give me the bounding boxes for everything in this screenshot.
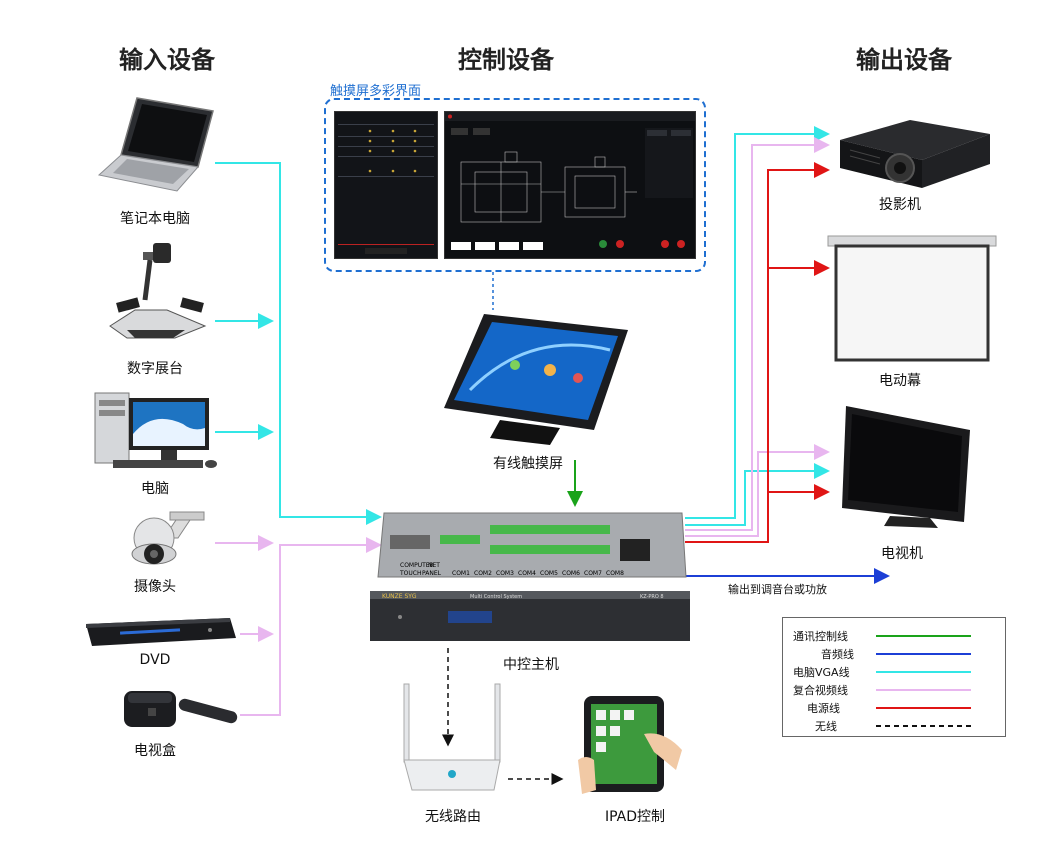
port-label-com4: COM4 <box>518 570 536 577</box>
output-label-screen: 电动幕 <box>879 373 921 389</box>
heading-output: 输出设备 <box>856 46 952 74</box>
port-label-computer: COMPUTER <box>400 562 434 569</box>
port-label-panel: PANEL <box>422 570 442 577</box>
power-output-lines <box>685 162 830 543</box>
dvd-player-icon <box>80 610 240 650</box>
output-label-tv: 电视机 <box>881 546 923 562</box>
heading-input: 输入设备 <box>119 46 215 74</box>
video-input-lines <box>215 535 382 716</box>
port-label-com8: COM8 <box>606 570 624 577</box>
touch-ui-title: 触摸屏多彩界面 <box>330 84 422 99</box>
vga-input-lines <box>215 162 382 525</box>
touch-panel-icon <box>440 310 630 450</box>
legend-item-video: 复合视频线 <box>793 684 848 697</box>
tv-icon <box>840 402 975 532</box>
input-label-laptop: 笔记本电脑 <box>120 211 190 227</box>
dome-camera-icon <box>128 508 208 578</box>
host-model: Multi Control System <box>470 594 522 600</box>
video-output-lines <box>685 137 830 537</box>
legend-item-vga: 电脑VGA线 <box>793 666 850 679</box>
legend-item-wireless: 无线 <box>815 720 837 733</box>
ipad-label: IPAD控制 <box>604 809 666 825</box>
input-label-dvd: DVD <box>139 652 171 668</box>
main-host-label: 中控主机 <box>503 657 559 673</box>
touch-panel-label: 有线触摸屏 <box>493 456 563 472</box>
heading-control: 控制设备 <box>458 46 554 74</box>
port-label-com6: COM6 <box>562 570 580 577</box>
touch-ui-frame <box>324 98 706 272</box>
laptop-icon <box>95 95 220 195</box>
legend-item-power: 电源线 <box>807 702 840 715</box>
legend: 通讯控制线 音频线 电脑VGA线 复合视频线 电源线 无线 <box>782 617 1006 737</box>
document-camera-icon <box>105 240 215 350</box>
projection-screen-icon <box>826 232 998 364</box>
legend-swatches <box>876 635 971 727</box>
router-label: 无线路由 <box>425 809 481 825</box>
output-label-projector: 投影机 <box>879 197 921 213</box>
port-label-com3: COM3 <box>496 570 514 577</box>
port-label-net: NET <box>428 562 440 569</box>
touch-ui-screenshot-left <box>334 111 438 259</box>
input-label-visualizer: 数字展台 <box>127 361 183 377</box>
host-model-id: KZ-PRO 8 <box>640 594 664 600</box>
wireless-router-icon <box>398 680 508 798</box>
central-control-host: COMPUTER NET TOUCH PANEL COM1 COM2 COM3 … <box>370 505 690 645</box>
touch-ui-screenshot-right <box>444 111 696 259</box>
port-label-touch: TOUCH <box>399 570 421 577</box>
audio-output-label: 输出到调音台或功放 <box>728 583 827 596</box>
input-label-pc: 电脑 <box>141 481 169 497</box>
host-brand: KUNZE SYG <box>382 593 417 600</box>
input-label-stb: 电视盒 <box>134 743 176 759</box>
port-label-com5: COM5 <box>540 570 558 577</box>
port-label-com1: COM1 <box>452 570 470 577</box>
tv-box-icon <box>120 683 245 733</box>
port-label-com7: COM7 <box>584 570 602 577</box>
ipad-icon <box>574 690 694 800</box>
projector-icon <box>830 110 1000 195</box>
legend-item-control: 通讯控制线 <box>793 630 848 643</box>
vga-output-lines <box>685 126 830 526</box>
legend-item-audio: 音频线 <box>821 648 854 661</box>
desktop-pc-icon <box>93 390 223 472</box>
input-label-camera: 摄像头 <box>134 579 176 595</box>
port-label-com2: COM2 <box>474 570 492 577</box>
